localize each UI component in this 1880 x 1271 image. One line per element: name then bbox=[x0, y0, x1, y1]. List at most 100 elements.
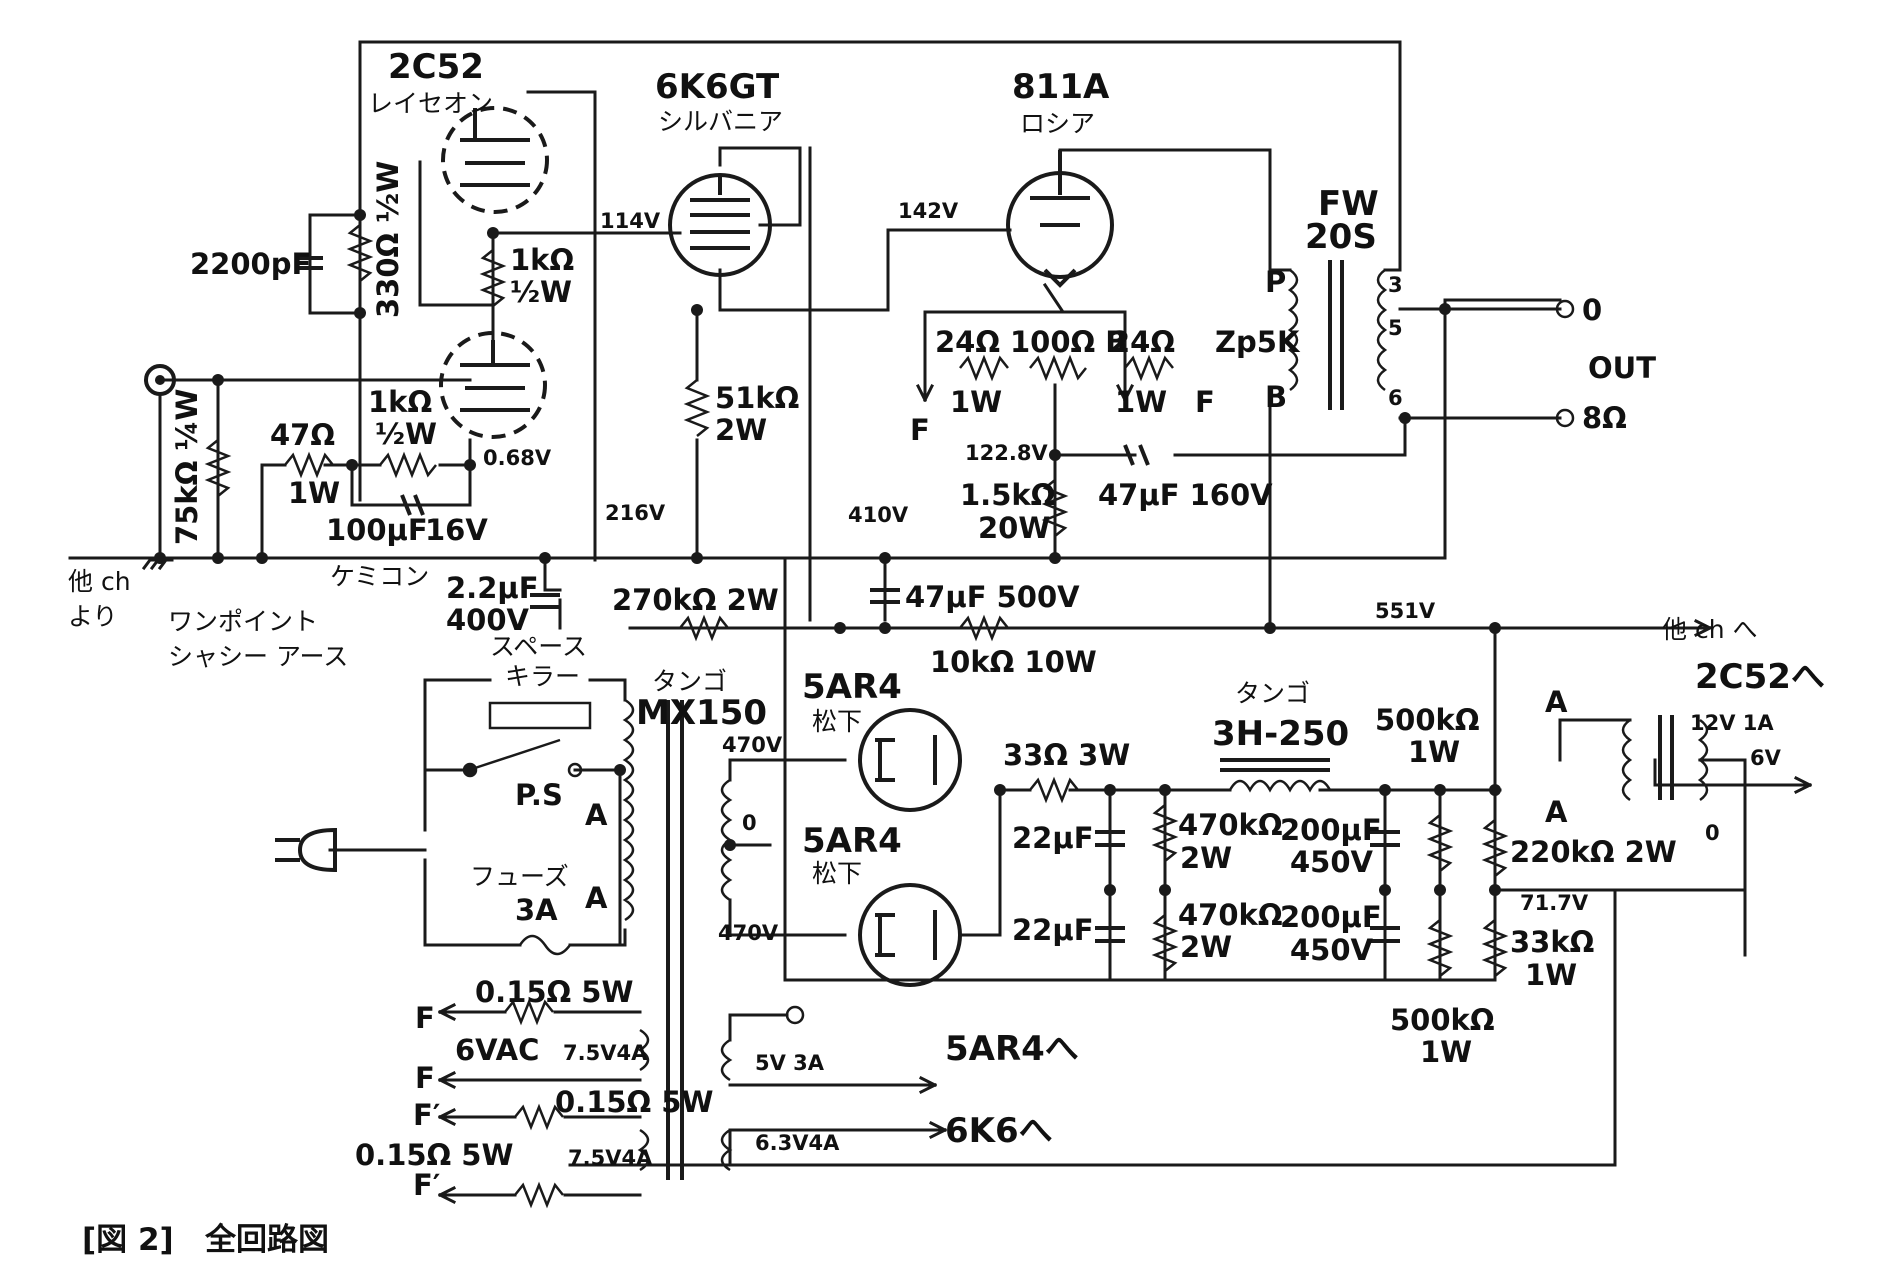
to-6k6-label: 6K6へ bbox=[945, 1111, 1053, 1151]
pt-63v-label: 6.3V4A bbox=[755, 1131, 840, 1155]
tube-6k6gt bbox=[668, 173, 772, 277]
opt-type-label-1: FW bbox=[1318, 184, 1379, 224]
opt-zp-label: Zp5K bbox=[1215, 325, 1301, 359]
r-51k-label: 51kΩ bbox=[715, 381, 799, 415]
v-142-label: 142V bbox=[898, 199, 959, 223]
other-ch-in-label-2: より bbox=[68, 602, 118, 631]
r-500k-b-label: 500kΩ bbox=[1390, 1003, 1494, 1037]
pt-75v-a-label: 7.5V4A bbox=[563, 1041, 648, 1065]
pt-6vac-label: 6VAC bbox=[455, 1033, 539, 1067]
v3-maker-label: ロシア bbox=[1020, 109, 1095, 138]
ht-0-label: 0 bbox=[1705, 821, 1720, 845]
r-51k-watt: 2W bbox=[715, 413, 767, 447]
pt-maker-label: タンゴ bbox=[652, 667, 727, 696]
r-24b-watt: 1W bbox=[1115, 385, 1167, 419]
f-label-3: F bbox=[415, 1001, 435, 1035]
out-0-label: 0 bbox=[1582, 293, 1602, 327]
tube-2c52-upper bbox=[441, 106, 549, 214]
r-33-label: 33Ω 3W bbox=[1003, 738, 1130, 772]
pt-5v-label: 5V 3A bbox=[755, 1051, 825, 1075]
r-10k-label: 10kΩ 10W bbox=[930, 645, 1097, 679]
v-551-label: 551V bbox=[1375, 599, 1436, 623]
r-33k-watt: 1W bbox=[1525, 958, 1577, 992]
c-47u-500-label: 47μF 500V bbox=[905, 580, 1080, 614]
pt-470b-label: 470V bbox=[718, 921, 779, 945]
r-470k-a-label: 470kΩ bbox=[1178, 808, 1282, 842]
choke-maker-label: タンゴ bbox=[1235, 679, 1310, 708]
f-label-1: F bbox=[910, 413, 930, 447]
r-24a-watt: 1W bbox=[950, 385, 1002, 419]
r-330-label: 330Ω ½W bbox=[371, 161, 405, 318]
pt-type-label: MX150 bbox=[636, 693, 767, 733]
resistors bbox=[204, 224, 1509, 1209]
r-500k-a-label: 500kΩ bbox=[1375, 703, 1479, 737]
fuse-symbol bbox=[518, 934, 572, 956]
f-label-2: F bbox=[1195, 385, 1215, 419]
rect2-type-label: 5AR4 bbox=[802, 821, 902, 861]
out-8-label: 8Ω bbox=[1582, 401, 1627, 435]
f-label-4: F bbox=[415, 1061, 435, 1095]
v-410-label: 410V bbox=[848, 503, 909, 527]
tube-5ar4-upper bbox=[858, 708, 962, 812]
r-015-a-label: 0.15Ω 5W bbox=[475, 975, 633, 1009]
v1-type-label: 2C52 bbox=[388, 47, 484, 87]
to-2c52-label: 2C52へ bbox=[1695, 657, 1825, 697]
rect2-maker-label: 松下 bbox=[812, 859, 862, 888]
v-114-label: 114V bbox=[600, 209, 661, 233]
opt-b-label: B bbox=[1265, 380, 1287, 414]
pt-0-label: 0 bbox=[742, 811, 757, 835]
opt-t5-label: 5 bbox=[1388, 316, 1403, 340]
tube-2c52-lower bbox=[439, 331, 547, 439]
tube-5ar4-lower bbox=[858, 883, 962, 987]
r-1k-a-watt: ½W bbox=[510, 275, 572, 309]
pt-75v-b-label: 7.5V4A bbox=[568, 1146, 653, 1170]
v-717-label: 71.7V bbox=[1520, 891, 1589, 915]
r-015-c-label: 0.15Ω 5W bbox=[355, 1138, 513, 1172]
c-22u-a-label: 22μF bbox=[1012, 821, 1094, 855]
c-100u-volt: 16V bbox=[425, 513, 488, 547]
power-plug-icon bbox=[275, 827, 337, 873]
c-200u-b-volt: 450V bbox=[1290, 933, 1374, 967]
v3-type-label: 811A bbox=[1012, 67, 1110, 107]
r-500k-a-watt: 1W bbox=[1408, 735, 1460, 769]
capacitors bbox=[297, 256, 1400, 943]
c-100u-label: 100μF bbox=[326, 513, 428, 547]
ps-label: P.S bbox=[515, 778, 563, 812]
f-prime-label-2: F′ bbox=[413, 1168, 440, 1202]
rect1-type-label: 5AR4 bbox=[802, 667, 902, 707]
r-47-watt: 1W bbox=[288, 476, 340, 510]
opt-t6-label: 6 bbox=[1388, 386, 1403, 410]
r-1k-a-label: 1kΩ bbox=[510, 243, 574, 277]
ground-label-2: シャシー アース bbox=[168, 642, 348, 671]
r-24b-label: 24Ω bbox=[1110, 325, 1175, 359]
output-transformer bbox=[1287, 260, 1388, 410]
spark-killer-label-1: スペース bbox=[490, 632, 587, 661]
choke-3h250 bbox=[1220, 758, 1332, 793]
out-label: OUT bbox=[1588, 351, 1656, 385]
c-2200-label: 2200pF bbox=[190, 247, 311, 281]
r-500k-b-watt: 1W bbox=[1420, 1035, 1472, 1069]
f-prime-label-1: F′ bbox=[413, 1098, 440, 1132]
r-75k-label: 75kΩ ¼W bbox=[170, 389, 204, 545]
v-216-label: 216V bbox=[605, 501, 666, 525]
opt-type-label-2: 20S bbox=[1305, 217, 1377, 257]
r-24a-label: 24Ω bbox=[935, 325, 1000, 359]
wires bbox=[68, 40, 1812, 1197]
to-5ar4-label: 5AR4へ bbox=[945, 1029, 1079, 1069]
ht-6v-label: 6V bbox=[1750, 746, 1782, 770]
spark-killer-symbol bbox=[488, 701, 592, 730]
a-label-4: A bbox=[1545, 795, 1568, 829]
r-470k-b-label: 470kΩ bbox=[1178, 898, 1282, 932]
r-220k-label: 220kΩ 2W bbox=[1510, 835, 1677, 869]
misc-symbols bbox=[141, 299, 1813, 1205]
choke-type-label: 3H-250 bbox=[1212, 714, 1349, 754]
r-470k-b-watt: 2W bbox=[1180, 930, 1232, 964]
opt-p-label: P bbox=[1265, 265, 1286, 299]
ground-label-1: ワンポイント bbox=[168, 607, 318, 636]
fuse-label: フューズ bbox=[470, 862, 569, 891]
chemicon-label: ケミコン bbox=[330, 562, 429, 591]
pt-470a-label: 470V bbox=[722, 733, 783, 757]
r-1k-b-label: 1kΩ bbox=[368, 385, 432, 419]
